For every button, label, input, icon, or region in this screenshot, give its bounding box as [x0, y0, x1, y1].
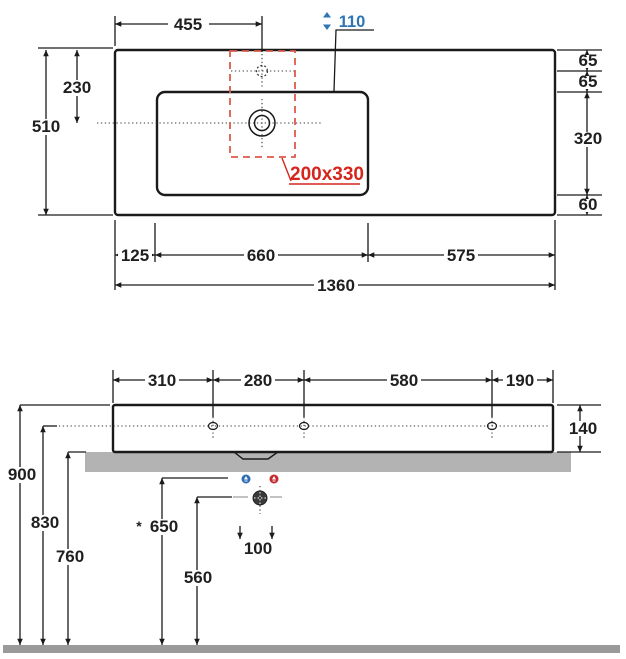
dim-label: 900	[8, 465, 36, 484]
dim-bottom-group: 125 660 575 1360	[114, 220, 556, 295]
connections-group	[233, 474, 282, 514]
dim-label: 310	[148, 371, 176, 390]
dim-label: 660	[247, 246, 275, 265]
dim-right-group: 65 65 320 60	[557, 49, 603, 216]
dim-label: 830	[31, 513, 59, 532]
mounting-hole-1	[207, 413, 219, 439]
dim-front-top-group: 310 280 580 190	[112, 370, 554, 417]
dim-supply-height: * 650	[136, 477, 228, 645]
dim-heights-group: 900 830 760	[7, 404, 110, 645]
basin-depth-callout: 110	[323, 12, 374, 92]
floor-line	[3, 645, 620, 653]
dim-label: 455	[174, 15, 202, 34]
hot-water-icon	[269, 474, 279, 484]
dim-drain-width: 100	[237, 526, 275, 558]
dim-drain-height: 560	[182, 496, 232, 645]
dim-label: 650	[150, 517, 178, 536]
dim-label: 575	[447, 246, 475, 265]
dim-label: 560	[184, 568, 212, 587]
arrow-up-icon	[323, 12, 331, 18]
dim-label: 100	[244, 539, 272, 558]
dim-label: 65	[579, 72, 598, 91]
dim-label: 280	[244, 371, 272, 390]
dim-label: 510	[32, 117, 60, 136]
asterisk-note: *	[136, 518, 142, 534]
mounting-hole-3	[486, 413, 498, 439]
arrow-down-icon	[323, 24, 331, 30]
mounting-hole-2	[298, 413, 310, 439]
dim-label: 140	[569, 419, 597, 438]
faucet-hole	[231, 54, 297, 89]
dim-label: 190	[506, 371, 534, 390]
dim-label: 760	[56, 547, 84, 566]
install-zone-label: 200x330	[290, 164, 364, 185]
dim-panel-height: 140	[557, 404, 601, 453]
dim-label: 1360	[317, 276, 355, 295]
basin-depth-value: 110	[339, 13, 366, 31]
wall-band	[85, 452, 571, 472]
cold-water-icon	[241, 474, 251, 484]
front-panel-outline	[111, 403, 555, 454]
drain-hole	[248, 99, 276, 149]
dim-left-group: 230 510	[31, 47, 113, 216]
install-zone-outline	[229, 50, 296, 158]
basin-outline	[155, 90, 370, 197]
dim-label: 65	[579, 51, 598, 70]
front-view: 310 280 580 190 140 900 830	[3, 370, 620, 653]
install-zone-leader	[281, 157, 292, 182]
dim-faucet-offset: 455	[114, 15, 263, 52]
dim-label: 125	[121, 246, 149, 265]
dim-label: 580	[390, 371, 418, 390]
dim-label: 230	[63, 78, 91, 97]
dim-label: 60	[579, 195, 598, 214]
top-view: 200x330 110 455 230 510	[31, 12, 603, 295]
dim-label: 320	[574, 129, 602, 148]
basin-depth-leader	[333, 29, 374, 92]
waste-outlet-icon	[252, 490, 268, 506]
